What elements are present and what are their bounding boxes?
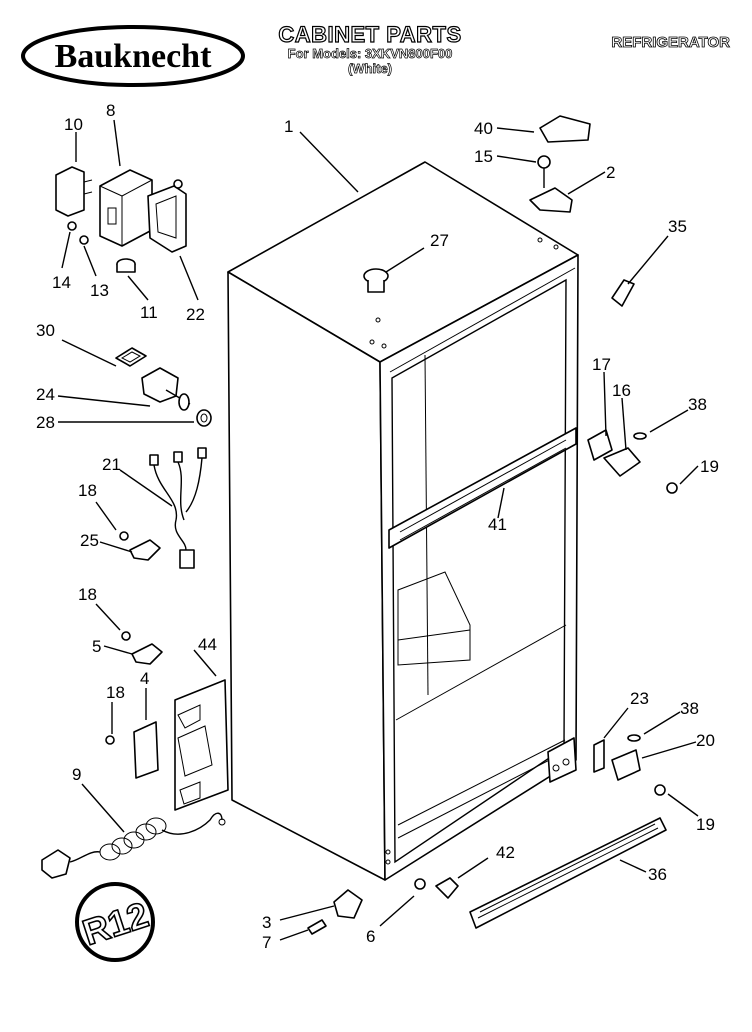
- cabinet-shell: [227, 161, 579, 881]
- light-socket-upper: [119, 531, 161, 561]
- callout-22: 22: [186, 305, 205, 324]
- callout-4: 4: [140, 669, 149, 688]
- kick-plate: [469, 817, 667, 929]
- callout-18-lower: 18: [106, 683, 125, 702]
- power-cord: [41, 812, 226, 879]
- callout-42: 42: [496, 843, 515, 862]
- callout-20: 20: [696, 731, 715, 750]
- callout-7: 7: [262, 933, 271, 952]
- callout-23: 23: [630, 689, 649, 708]
- wiring-harness: [149, 447, 207, 569]
- product-type: REFRIGERATOR: [611, 34, 730, 52]
- callout-21: 21: [102, 455, 121, 474]
- leader-lines: [57, 119, 699, 941]
- callout-28: 28: [36, 413, 55, 432]
- callout-15: 15: [474, 147, 493, 166]
- thermostat-group: [55, 166, 187, 273]
- top-hinge: [529, 187, 573, 213]
- drain-group: [115, 347, 212, 427]
- callout-35: 35: [668, 217, 687, 236]
- callout-2: 2: [606, 163, 615, 182]
- callout-5: 5: [92, 637, 101, 656]
- top-trim: [611, 279, 635, 307]
- middle-hinge-group: [587, 429, 678, 494]
- callout-25: 25: [80, 531, 99, 550]
- callout-18-upper: 18: [78, 481, 97, 500]
- color-line: (White): [347, 61, 393, 77]
- callout-27: 27: [430, 231, 449, 250]
- callout-3: 3: [262, 913, 271, 932]
- hinge-cap: [539, 115, 591, 143]
- callout-9: 9: [72, 765, 81, 784]
- light-socket-middle: [121, 631, 163, 665]
- bottom-hinge-group: [593, 734, 666, 796]
- callout-17: 17: [592, 355, 611, 374]
- brand-wordmark: Bauknecht: [55, 38, 212, 75]
- callout-24: 24: [36, 385, 55, 404]
- diagram-title: CABINET PARTS: [278, 21, 462, 47]
- r12-stamp: R12: [75, 882, 155, 962]
- bottom-hardware: [307, 877, 459, 935]
- callout-16: 16: [612, 381, 631, 400]
- divider-rail: [388, 427, 577, 549]
- callout-labels: 1 2 3 4 5 6 7 8 9 10 11 13 14 15 16 17 1…: [36, 101, 719, 952]
- callout-14: 14: [52, 273, 71, 292]
- bauknecht-logo: Bauknecht: [21, 25, 245, 87]
- callout-38-upper: 38: [688, 395, 707, 414]
- hinge-screw: [537, 155, 551, 188]
- callout-8: 8: [106, 101, 115, 120]
- callout-30: 30: [36, 321, 55, 340]
- callout-36: 36: [648, 865, 667, 884]
- callout-1: 1: [284, 117, 293, 136]
- callout-41: 41: [488, 515, 507, 534]
- top-plug: [363, 268, 389, 293]
- model-line: For Models: 3XKVN800F00: [287, 46, 453, 62]
- bottom-hinge-mount: [547, 737, 577, 783]
- callout-44: 44: [198, 635, 217, 654]
- callout-13: 13: [90, 281, 109, 300]
- callout-19-lower: 19: [696, 815, 715, 834]
- callout-11: 11: [140, 303, 158, 322]
- callout-10: 10: [64, 115, 83, 134]
- callout-18-middle: 18: [78, 585, 97, 604]
- callout-38-lower: 38: [680, 699, 699, 718]
- callout-40: 40: [474, 119, 493, 138]
- callout-19-upper: 19: [700, 457, 719, 476]
- cover-panel: [105, 721, 159, 779]
- callout-6: 6: [366, 927, 375, 946]
- rear-panel: [174, 679, 229, 811]
